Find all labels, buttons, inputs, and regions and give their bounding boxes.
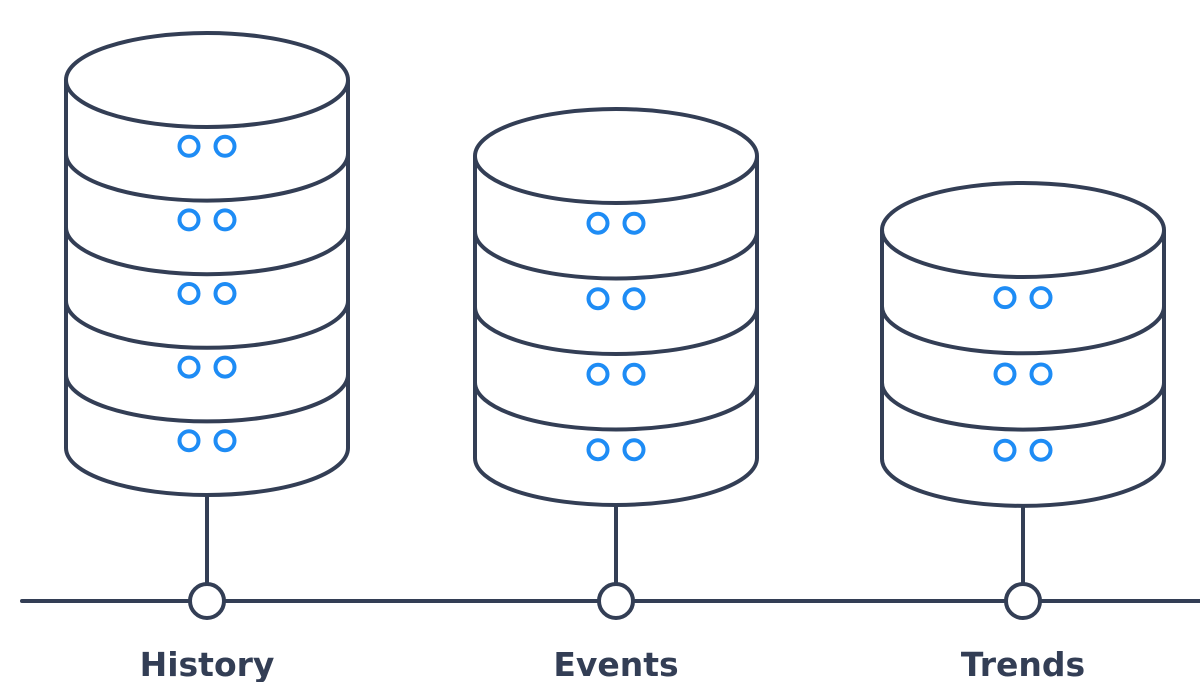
database-label-events: Events (553, 645, 678, 682)
database-label-trends: Trends (961, 645, 1085, 682)
database-top (473, 107, 759, 205)
indicator-light-icon (993, 438, 1017, 462)
indicator-light-icon (213, 208, 237, 232)
indicator-light-icon (213, 429, 237, 453)
database-segment-divider (64, 153, 350, 203)
indicator-light-icon (993, 286, 1017, 310)
database-segment-divider (64, 374, 350, 424)
timeline-node-icon-trends (1004, 582, 1042, 620)
database-segment-divider (880, 306, 1166, 356)
indicator-light-icon (586, 287, 610, 311)
database-body (880, 230, 1166, 508)
database-label-history: History (140, 645, 275, 682)
database-top (880, 181, 1166, 279)
indicator-light-icon (586, 438, 610, 462)
timeline-node-icon-history (188, 582, 226, 620)
database-segment-divider (473, 382, 759, 432)
indicator-light-icon (1029, 438, 1053, 462)
database-segment-divider (473, 306, 759, 356)
database-segment-divider (64, 227, 350, 277)
database-trends-database-icon (880, 181, 1166, 620)
database-body (64, 80, 350, 497)
database-body (473, 156, 759, 507)
databases-group (64, 31, 1166, 620)
indicator-light-icon (177, 355, 201, 379)
indicator-light-icon (213, 134, 237, 158)
indicator-light-icon (622, 287, 646, 311)
database-events-database-icon (473, 107, 759, 620)
database-segment-divider (473, 231, 759, 281)
indicator-light-icon (213, 282, 237, 305)
indicator-light-icon (177, 208, 201, 232)
indicator-light-icon (622, 362, 646, 386)
indicator-light-icon (586, 362, 610, 386)
indicator-light-icon (622, 211, 646, 235)
labels-group: History Events Trends (140, 645, 1086, 682)
indicator-light-icon (1029, 286, 1053, 310)
database-top (64, 31, 350, 129)
indicator-light-icon (177, 134, 201, 158)
indicator-light-icon (622, 438, 646, 462)
database-segment-divider (880, 382, 1166, 432)
database-history-database-icon (64, 31, 350, 620)
indicator-light-icon (177, 429, 201, 453)
indicator-light-icon (1029, 362, 1053, 386)
indicator-light-icon (213, 355, 237, 379)
database-segment-divider (64, 300, 350, 350)
indicator-light-icon (177, 282, 201, 305)
indicator-light-icon (586, 211, 610, 235)
indicator-light-icon (993, 362, 1017, 386)
timeline-node-icon-events (597, 582, 635, 620)
